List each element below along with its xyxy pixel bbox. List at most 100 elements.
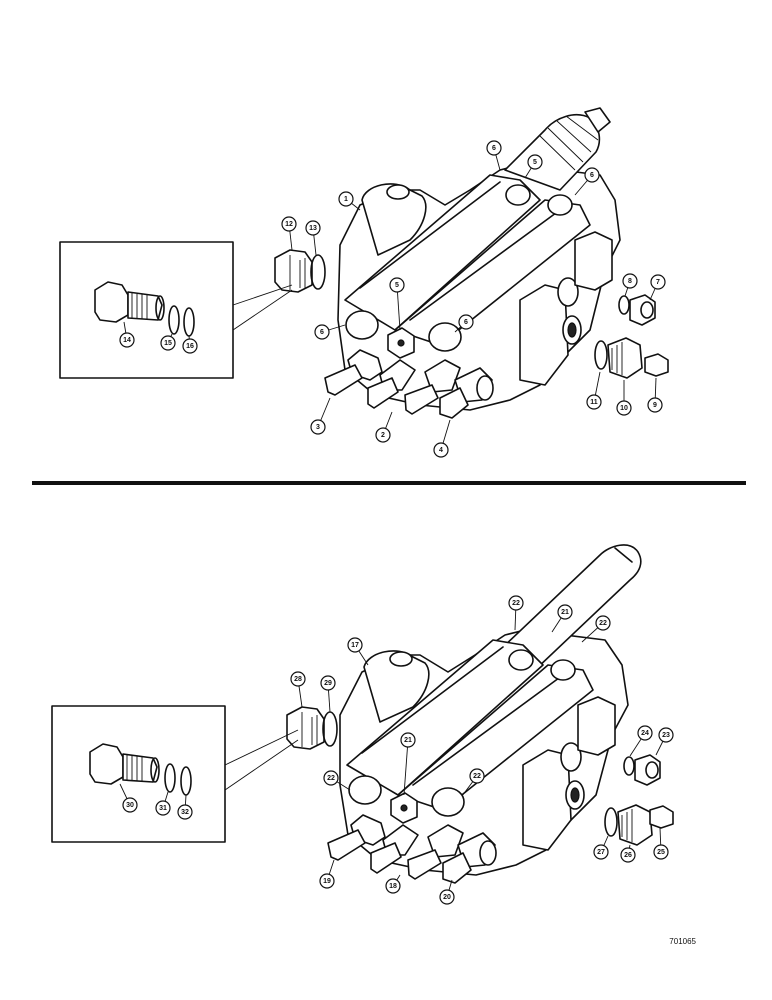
callout-number: 3	[316, 424, 320, 431]
callout-bubble	[400, 732, 416, 748]
callout-number: 9	[653, 402, 657, 409]
callout-number: 22	[473, 773, 481, 780]
callout-number: 27	[597, 849, 605, 856]
callout-24: 24	[629, 725, 653, 757]
callout-28: 28	[290, 671, 306, 708]
callout-27: 27	[593, 835, 609, 860]
callout-10: 10	[616, 380, 632, 416]
callout-number: 22	[327, 775, 335, 782]
callout-7: 7	[649, 274, 666, 301]
callout-22: 22	[323, 770, 351, 791]
callout-22: 22	[508, 595, 524, 631]
callout-number: 26	[624, 852, 632, 859]
callout-number: 8	[628, 278, 632, 285]
callout-12: 12	[281, 216, 297, 251]
callout-number: 4	[439, 447, 443, 454]
callout-18: 18	[385, 874, 401, 894]
callout-number: 15	[164, 340, 172, 347]
callout-number: 32	[181, 809, 189, 816]
callout-number: 31	[159, 805, 167, 812]
callout-bubble	[527, 154, 543, 170]
callout-bubble	[389, 277, 405, 293]
callout-4: 4	[433, 419, 451, 458]
callout-bubble	[595, 615, 611, 631]
callout-31: 31	[155, 791, 171, 816]
callout-bubble	[584, 167, 600, 183]
callout-bubble	[314, 324, 330, 340]
callout-21: 21	[551, 604, 573, 633]
callout-25: 25	[653, 827, 669, 860]
callout-number: 7	[656, 279, 660, 286]
callout-bubble	[155, 800, 171, 816]
callout-bubble	[622, 273, 638, 289]
top-valve-assembly	[274, 107, 669, 419]
callout-number: 6	[320, 329, 324, 336]
callout-number: 11	[590, 399, 598, 406]
callout-bubble	[319, 873, 335, 889]
callout-16: 16	[182, 335, 198, 354]
callout-5: 5	[524, 154, 543, 179]
callout-number: 25	[657, 849, 665, 856]
callout-bubble	[122, 797, 138, 813]
callout-bubble	[637, 725, 653, 741]
callout-bubble	[508, 595, 524, 611]
callout-19: 19	[319, 859, 335, 889]
callout-bubble	[310, 419, 326, 435]
callout-number: 10	[620, 405, 628, 412]
callout-bubble	[616, 400, 632, 416]
callout-14: 14	[119, 321, 135, 348]
callout-29: 29	[320, 675, 336, 713]
callout-21: 21	[400, 732, 416, 796]
callout-17: 17	[347, 637, 369, 666]
spool-handles	[324, 349, 494, 419]
callout-bubble	[586, 394, 602, 410]
callout-22: 22	[581, 615, 611, 643]
callout-bubble	[119, 332, 135, 348]
callout-number: 21	[404, 737, 412, 744]
callout-bubble	[433, 442, 449, 458]
callout-bubble	[305, 220, 321, 236]
callout-13: 13	[305, 220, 321, 256]
callout-32: 32	[177, 794, 193, 820]
bottom-valve-assembly	[286, 544, 674, 884]
callout-number: 2	[381, 432, 385, 439]
callout-bubble	[593, 844, 609, 860]
callout-bubble	[658, 727, 674, 743]
callout-bubble	[338, 191, 354, 207]
callout-bubble	[347, 637, 363, 653]
callout-8: 8	[622, 273, 638, 297]
elbow-fitting-30	[89, 743, 124, 785]
callout-bubble	[469, 768, 485, 784]
callout-6: 6	[314, 324, 346, 340]
callout-number: 24	[641, 730, 649, 737]
callout-6: 6	[454, 314, 474, 333]
callout-number: 22	[599, 620, 607, 627]
callout-bubble	[557, 604, 573, 620]
callout-number: 20	[443, 894, 451, 901]
callout-9: 9	[647, 377, 663, 413]
callout-number: 22	[512, 600, 520, 607]
callout-number: 30	[126, 802, 134, 809]
callout-number: 18	[389, 883, 397, 890]
callout-bubble	[281, 216, 297, 232]
callout-15: 15	[160, 333, 176, 351]
callout-number: 5	[395, 282, 399, 289]
callout-bubble	[320, 675, 336, 691]
top-inset	[59, 241, 293, 379]
elbow-fitting-14	[94, 281, 129, 323]
callout-number: 19	[323, 878, 331, 885]
callout-number: 13	[309, 225, 317, 232]
callout-bubble	[439, 889, 455, 905]
callout-number: 17	[351, 642, 359, 649]
callout-number: 12	[285, 221, 293, 228]
callout-number: 16	[186, 343, 194, 350]
callout-6: 6	[486, 140, 502, 171]
callout-bubble	[323, 770, 339, 786]
callout-11: 11	[586, 371, 602, 410]
callout-number: 6	[492, 145, 496, 152]
callout-23: 23	[655, 727, 674, 756]
callout-20: 20	[439, 879, 455, 905]
callout-number: 23	[662, 732, 670, 739]
callout-number: 1	[344, 196, 348, 203]
